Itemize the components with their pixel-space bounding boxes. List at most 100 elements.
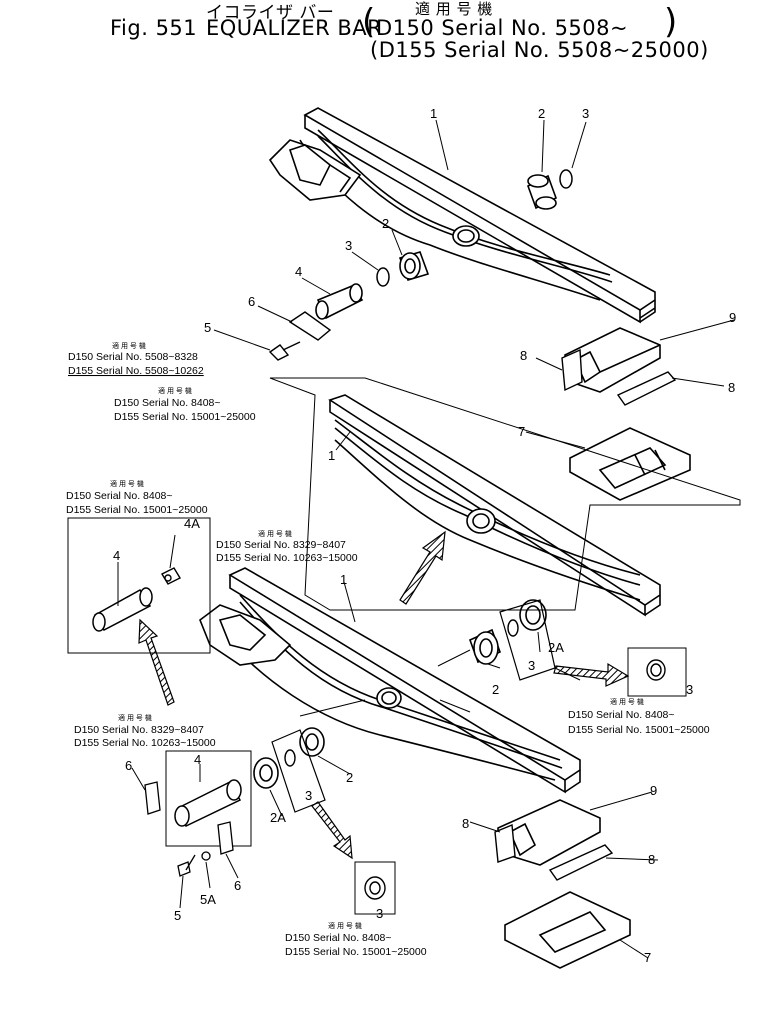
plate-8-upper-b bbox=[616, 371, 677, 406]
hatched-arrow-up-left bbox=[138, 618, 175, 706]
hatched-arrow-right bbox=[553, 662, 630, 687]
plate-8-lower-a bbox=[494, 823, 516, 863]
callout-6-lower-b: 6 bbox=[234, 878, 241, 893]
note3-d150: D150 Serial No. 8408~ bbox=[66, 490, 173, 502]
callout-4-top: 4 bbox=[295, 264, 302, 279]
applicability-notes: 適 用 号 機 D150 Serial No. 5508~8328 D155 S… bbox=[66, 341, 710, 958]
note3-ja: 適 用 号 機 bbox=[110, 479, 144, 488]
header-d150-serial: D150 Serial No. 5508~ bbox=[376, 16, 629, 40]
variant-box-ring-right bbox=[627, 647, 687, 697]
grease-fitting-4a bbox=[161, 567, 181, 585]
note7-ja: 適 用 号 機 bbox=[328, 921, 362, 930]
leader-lines bbox=[117, 119, 735, 959]
callout-6-top: 6 bbox=[248, 294, 255, 309]
bolt-top bbox=[268, 341, 301, 361]
note3-d155: D155 Serial No. 15001~25000 bbox=[66, 504, 208, 516]
note1-d150: D150 Serial No. 5508~8328 bbox=[68, 351, 198, 363]
bushing-lower-right bbox=[468, 628, 502, 665]
right-paren-icon: ) bbox=[664, 2, 678, 42]
callout-2-lower: 2 bbox=[346, 770, 353, 785]
variant-box-ring-lower bbox=[354, 861, 396, 915]
bushing-2a-lower-left bbox=[253, 757, 279, 789]
bushing-top-left bbox=[398, 251, 430, 281]
callout-3-right: 3 bbox=[528, 658, 535, 673]
equalizer-bar-lower bbox=[199, 567, 581, 794]
note7-d150: D150 Serial No. 8408~ bbox=[285, 932, 392, 944]
callout-8-upper-a: 8 bbox=[520, 348, 527, 363]
callout-2a-right: 2A bbox=[548, 640, 564, 655]
note2-ja: 適 用 号 機 bbox=[158, 386, 192, 395]
note7-d155: D155 Serial No. 15001~25000 bbox=[285, 946, 427, 958]
callout-2-right: 2 bbox=[492, 682, 499, 697]
note1-ja: 適 用 号 機 bbox=[112, 341, 146, 350]
callout-4-variant: 4 bbox=[113, 548, 120, 563]
seal-ring-3-box-lower bbox=[364, 876, 386, 900]
seal-ring-3-box-right bbox=[646, 659, 666, 681]
callout-labels: 1 2 3 3 2 4 6 5 9 8 8 7 1 1 4A 4 2A 3 2 … bbox=[113, 106, 736, 965]
callout-2-top-left: 2 bbox=[382, 216, 389, 231]
variant-box-lower-left bbox=[271, 729, 326, 813]
bushing-lower-left bbox=[299, 727, 325, 757]
plate-8-upper-a bbox=[561, 348, 583, 392]
note4-ja: 適 用 号 機 bbox=[258, 529, 292, 538]
note4-d155: D155 Serial No. 10263~15000 bbox=[216, 552, 358, 564]
callout-4-lower: 4 bbox=[194, 752, 201, 767]
callout-5-lower: 5 bbox=[174, 908, 181, 923]
washer-5a bbox=[201, 851, 211, 861]
header-d155-serial: (D155 Serial No. 5508~25000) bbox=[370, 38, 709, 62]
note5-d155: D155 Serial No. 15001~25000 bbox=[568, 724, 710, 736]
callout-8-lower-b: 8 bbox=[648, 852, 655, 867]
bolt-5-lower bbox=[177, 854, 196, 877]
callout-9-lower: 9 bbox=[650, 783, 657, 798]
equalizer-bar-top bbox=[268, 107, 656, 324]
callout-7-upper: 7 bbox=[518, 424, 525, 439]
hatched-arrow-down bbox=[311, 801, 353, 860]
callout-2-top: 2 bbox=[538, 106, 545, 121]
note6-d150: D150 Serial No. 8329~8407 bbox=[74, 724, 204, 736]
callout-1-lower: 1 bbox=[340, 572, 347, 587]
figure-number: Fig. 551 bbox=[110, 16, 198, 40]
pin-4-lower bbox=[174, 779, 242, 828]
left-paren-icon: ( bbox=[362, 2, 376, 42]
callout-1-top: 1 bbox=[430, 106, 437, 121]
callout-5-top: 5 bbox=[204, 320, 211, 335]
note6-ja: 適 用 号 機 bbox=[118, 713, 152, 722]
callout-4a: 4A bbox=[184, 516, 200, 531]
bushing-top-right bbox=[527, 174, 557, 210]
callout-9-upper: 9 bbox=[729, 310, 736, 325]
note4-d150: D150 Serial No. 8329~8407 bbox=[216, 539, 346, 551]
hatched-arrow-up-right bbox=[399, 530, 446, 605]
callout-1-middle: 1 bbox=[328, 448, 335, 463]
callout-3-lower: 3 bbox=[305, 788, 312, 803]
variant-box-pin-lower-left bbox=[165, 750, 252, 847]
pin-top bbox=[315, 283, 364, 320]
note6-d155: D155 Serial No. 10263~15000 bbox=[74, 737, 216, 749]
callout-3-box-right: 3 bbox=[686, 682, 693, 697]
applicable-label-japanese: 適 用 号 機 bbox=[415, 0, 493, 18]
callout-3-top-left: 3 bbox=[345, 238, 352, 253]
lock-plate-6-b bbox=[217, 821, 234, 855]
note2-d150: D150 Serial No. 8408~ bbox=[114, 397, 221, 409]
callout-5a: 5A bbox=[200, 892, 216, 907]
seal-ring-top-left bbox=[376, 267, 390, 287]
callout-7-lower: 7 bbox=[644, 950, 651, 965]
callout-3-box-lower: 3 bbox=[376, 906, 383, 921]
note5-d150: D150 Serial No. 8408~ bbox=[568, 709, 675, 721]
seal-ring-lower-right bbox=[507, 619, 519, 637]
callout-6-lower-a: 6 bbox=[125, 758, 132, 773]
guard-7-lower bbox=[504, 891, 631, 969]
variant-box-pin-upper-left bbox=[67, 517, 211, 654]
lock-plate-6-a bbox=[144, 781, 161, 815]
seal-ring-top-right bbox=[559, 169, 573, 189]
pin-4-variant bbox=[92, 587, 153, 632]
equalizer-bar-middle bbox=[328, 394, 661, 617]
callout-8-upper-b: 8 bbox=[728, 380, 735, 395]
plate-8-lower-b bbox=[548, 844, 614, 881]
lock-plate-top bbox=[288, 311, 332, 341]
note2-d155: D155 Serial No. 15001~25000 bbox=[114, 411, 256, 423]
page-title: EQUALIZER BAR bbox=[206, 16, 383, 40]
callout-8-lower-a: 8 bbox=[462, 816, 469, 831]
title-japanese: イコライザ バー bbox=[206, 3, 335, 23]
note5-ja: 適 用 号 機 bbox=[610, 697, 644, 706]
